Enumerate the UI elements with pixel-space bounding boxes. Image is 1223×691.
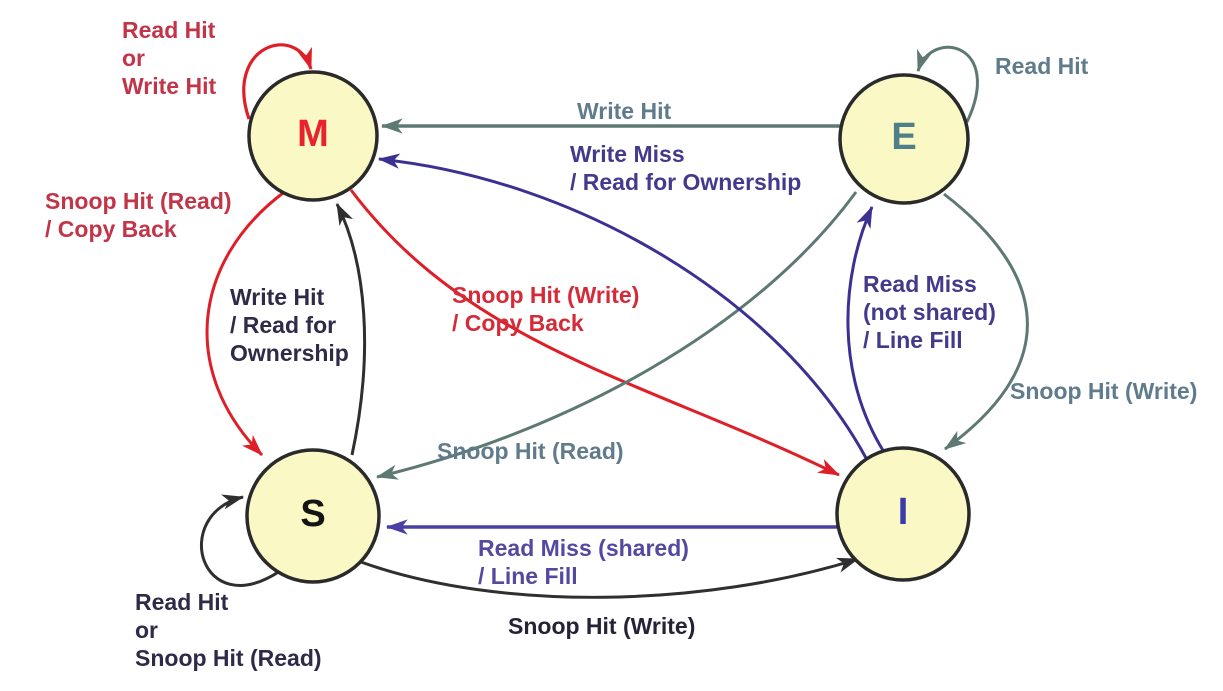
edge-label-m-self: Read Hit or Write Hit (122, 17, 217, 99)
state-node-s (245, 448, 381, 584)
edge-i-to-e (846, 206, 886, 453)
state-node-e (838, 73, 970, 205)
edge-e-to-i (943, 192, 1029, 451)
edge-label-s-to-i: Snoop Hit (Write) (508, 613, 696, 639)
state-label-e: E (891, 115, 917, 158)
edge-e-to-s (375, 191, 858, 480)
state-node-m (247, 70, 379, 202)
edge-label-s-to-m: Write Hit / Read for Ownership (230, 284, 349, 366)
state-label-i: I (897, 490, 909, 533)
state-node-i (835, 446, 971, 582)
edge-label-i-to-e: Read Miss (not shared) / Line Fill (863, 271, 996, 353)
edge-label-e-to-m: Write Hit (577, 98, 672, 124)
edge-s-self-loop (200, 494, 281, 587)
state-label-s: S (300, 492, 326, 535)
edge-e-self-loop (916, 45, 979, 123)
edge-label-e-to-i: Snoop Hit (Write) (1010, 378, 1198, 404)
edge-label-i-to-m: Write Miss / Read for Ownership (570, 141, 802, 195)
edge-m-to-i (349, 189, 840, 477)
edge-s-to-i (360, 557, 860, 599)
edge-m-to-s (205, 191, 284, 457)
state-label-m: M (297, 112, 329, 155)
edge-m-self-loop (242, 43, 313, 120)
edge-label-s-self: Read Hit or Snoop Hit (Read) (135, 589, 322, 671)
edge-label-i-to-s: Read Miss (shared) / Line Fill (478, 535, 689, 589)
edge-i-to-m (377, 153, 868, 459)
edge-label-e-self: Read Hit (995, 53, 1089, 79)
edge-label-m-to-s: Snoop Hit (Read) / Copy Back (45, 188, 232, 242)
edge-label-m-to-i: Snoop Hit (Write) / Copy Back (452, 282, 640, 336)
edge-label-e-to-s: Snoop Hit (Read) (437, 438, 624, 464)
edge-s-to-m (335, 203, 367, 456)
